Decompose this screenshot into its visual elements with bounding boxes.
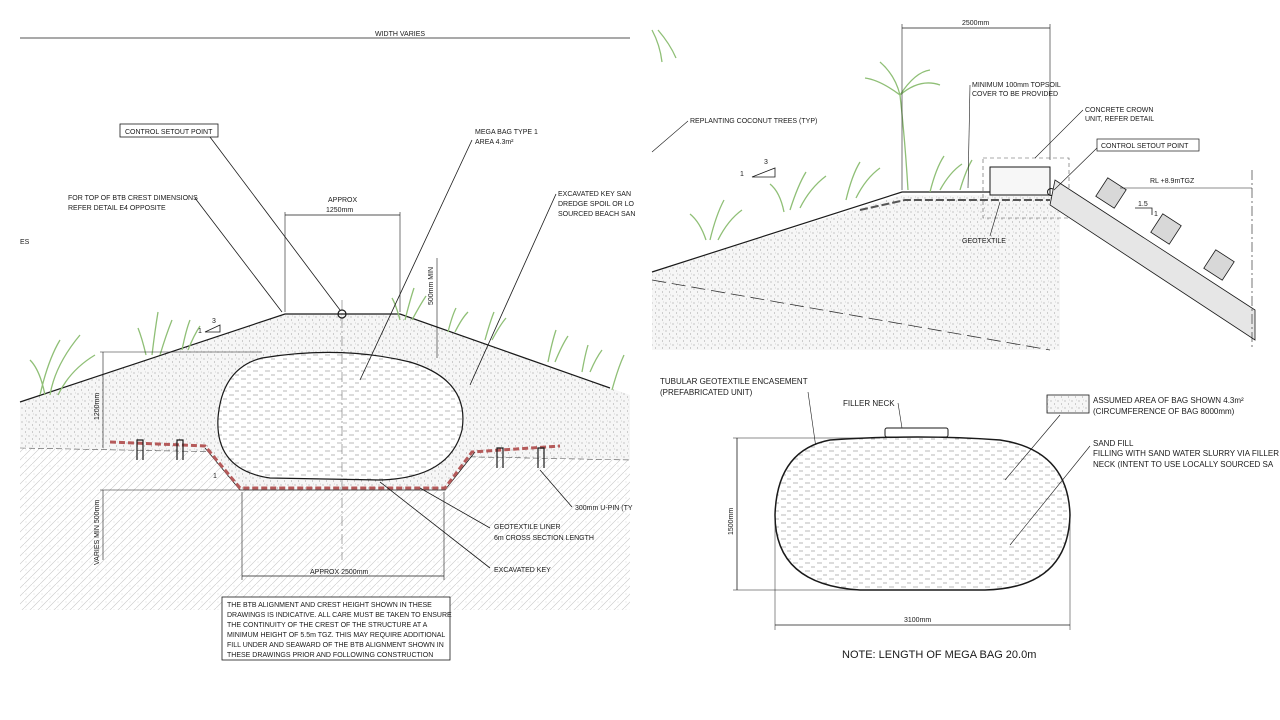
note-box <box>221 596 451 661</box>
armour-slope-h: 1.5 <box>1138 201 1148 208</box>
crown-label-2: UNIT, REFER DETAIL <box>1085 116 1154 123</box>
btb-crest-label-1: FOR TOP OF BTB CREST DIMENSIONS <box>68 195 198 202</box>
note-line-6: THESE DRAWINGS PRIOR AND FOLLOWING CONST… <box>227 652 433 659</box>
u-pins <box>136 439 545 468</box>
key-sand-label-2: DREDGE SPOIL OR LO <box>558 201 635 208</box>
control-point-leader <box>209 136 341 311</box>
slope-h-label: 3 <box>212 318 216 325</box>
armour-slope <box>1049 179 1256 341</box>
key-sand-leader <box>469 193 557 386</box>
slope-triangle-left <box>204 324 221 333</box>
replanting-label: REPLANTING COCONUT TREES (TYP) <box>690 118 817 125</box>
liner-label-2: 6m CROSS SECTION LENGTH <box>494 535 594 542</box>
armour-slope-v: 1 <box>1154 211 1158 218</box>
crest-ground-line <box>651 279 1051 351</box>
width-dim-label-bag: 3100mm <box>904 617 931 624</box>
control-point-label: CONTROL SETOUT POINT <box>125 129 213 136</box>
crest-width-label: 2500mm <box>962 20 989 27</box>
sand-fill-label-3: NECK (INTENT TO USE LOCALLY SOURCED SA <box>1093 460 1274 469</box>
min-500-label: 500mm MIN <box>428 267 435 305</box>
crest-slope-v: 1 <box>740 171 744 178</box>
approx-top-label-2: 1250mm <box>326 207 353 214</box>
key-sand-label-1: EXCAVATED KEY SAN <box>558 191 631 198</box>
topsoil-label-1: MINIMUM 100mm TOPSOIL <box>972 82 1061 89</box>
armour-blocks <box>1095 177 1235 281</box>
armour-slope-triangle <box>1135 207 1153 215</box>
ground-line <box>19 447 631 461</box>
geotextile-liner <box>109 440 561 490</box>
mega-bag-label-1: MEGA BAG TYPE 1 <box>475 129 538 136</box>
mega-bag-leader <box>359 139 473 381</box>
crest-detail: 2500mm MINIMUM 100mm TOPSOIL COVER TO BE… <box>651 20 1256 351</box>
topsoil-leader <box>967 84 971 189</box>
mega-bag <box>217 351 464 481</box>
width-varies-label: WIDTH VARIES <box>375 31 425 38</box>
bag-length-note: NOTE: LENGTH OF MEGA BAG 20.0m <box>842 649 1036 661</box>
varies-min-label: VARIES MIN 500mm <box>94 500 101 565</box>
assumed-area-label-2: (CIRCUMFERENCE OF BAG 8000mm) <box>1093 407 1235 416</box>
note-line-1: THE BTB ALIGNMENT AND CREST HEIGHT SHOWN… <box>227 602 432 609</box>
sand-fill-label-1: SAND FILL <box>1093 439 1134 448</box>
slope-v2-label: 1 <box>213 473 217 480</box>
note-line-2: DRAWINGS IS INDICATIVE. ALL CARE MUST BE… <box>227 612 452 619</box>
dim-1200-label: 1200mm <box>94 393 101 420</box>
excavated-key-leader <box>379 481 491 569</box>
control-point-marker <box>337 309 347 319</box>
mega-bag-label-2: AREA 4.3m² <box>475 139 514 146</box>
filler-neck-label: FILLER NECK <box>843 399 895 408</box>
crown-label-1: CONCRETE CROWN <box>1085 107 1153 114</box>
sand-fill-label-2: FILLING WITH SAND WATER SLURRY VIA FILLE… <box>1093 449 1279 458</box>
crest-fill <box>652 195 1060 350</box>
crown-unit <box>989 166 1051 196</box>
crest-slope-h: 3 <box>764 159 768 166</box>
existing-ground <box>20 448 630 610</box>
replanting-leader <box>651 120 689 153</box>
crest-control-box <box>1096 138 1200 152</box>
crown-detail-outline <box>982 157 1070 219</box>
left-cross-section: WIDTH VARIES ES <box>19 31 635 661</box>
note-line-3: THE CONTINUITY OF THE CREST OF THE STRUC… <box>227 622 428 629</box>
topsoil-label-2: COVER TO BE PROVIDED <box>972 91 1058 98</box>
btb-crest-label-2: REFER DETAIL E4 OPPOSITE <box>68 205 166 212</box>
excavated-key-label: EXCAVATED KEY <box>494 567 551 574</box>
height-dim-label: 1500mm <box>728 508 735 535</box>
crest-geotextile-leader <box>989 201 1001 237</box>
assumed-area-label-1: ASSUMED AREA OF BAG SHOWN 4.3m² <box>1093 396 1244 405</box>
crest-slope-triangle <box>751 167 776 178</box>
key-sand-label-3: SOURCED BEACH SAN <box>558 211 635 218</box>
rl-label: RL +8.9mTGZ <box>1150 178 1195 185</box>
btb-crest-leader <box>194 197 283 313</box>
berm-profile <box>19 313 611 403</box>
filler-neck <box>884 427 949 438</box>
mega-bag-section <box>774 436 1071 591</box>
assumed-area-swatch <box>1046 394 1090 414</box>
mega-bag-detail: TUBULAR GEOTEXTILE ENCASEMENT (PREFABRIC… <box>660 377 1279 661</box>
note-line-5: FILL UNDER AND SEAWARD OF THE BTB ALIGNM… <box>227 642 444 649</box>
assumed-area-leader <box>1004 414 1061 481</box>
control-point-box <box>119 123 219 138</box>
vegetation-crest <box>651 29 973 241</box>
slope-v-label: 1 <box>198 328 202 335</box>
crest-control-label: CONTROL SETOUT POINT <box>1101 143 1189 150</box>
upin-label: 300mm U-PIN (TY <box>575 505 633 512</box>
sand-fill-leader <box>1009 445 1091 546</box>
crest-geotextile-label: GEOTEXTILE <box>962 238 1006 245</box>
liner-label-1: GEOTEXTILE LINER <box>494 524 561 531</box>
approx-bottom-label: APPROX 2500mm <box>310 569 369 576</box>
left-edge-fragment: ES <box>20 239 30 246</box>
filler-neck-leader <box>897 402 903 429</box>
encasement-label-1: TUBULAR GEOTEXTILE ENCASEMENT <box>660 377 808 386</box>
upin-leader <box>539 469 573 508</box>
crown-leader <box>1034 109 1084 159</box>
liner-leader <box>419 487 491 529</box>
crest-geotextile <box>859 199 1050 211</box>
encasement-label-2: (PREFABRICATED UNIT) <box>660 388 753 397</box>
note-line-4: MINIMUM HEIGHT OF 5.5m TGZ. THIS MAY REQ… <box>227 632 445 639</box>
approx-top-label-1: APPROX <box>328 197 358 204</box>
